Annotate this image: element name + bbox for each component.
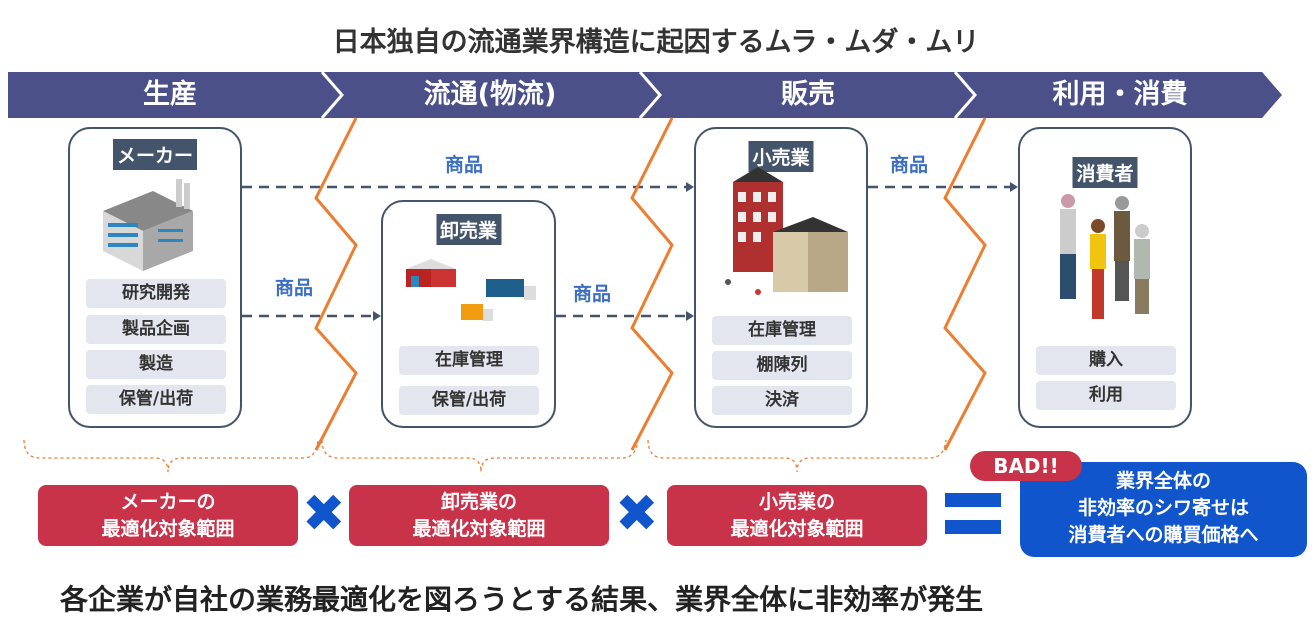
diagram-title: 日本独自の流通業界構造に起因するムラ・ムダ・ムリ — [332, 27, 980, 58]
result-line2: 非効率のシワ寄せは — [1077, 497, 1249, 519]
goods-label: 商品 — [275, 277, 314, 299]
maker-item: 製品企画 — [86, 315, 226, 344]
scope-line1: 卸売業の — [440, 491, 517, 513]
wholesale-item: 在庫管理 — [399, 346, 539, 375]
factory-icon — [103, 179, 193, 271]
banner-chevrons — [320, 71, 977, 119]
retail-item: 決済 — [712, 386, 852, 415]
stage-production: 生産 — [143, 79, 197, 110]
consumer-box: 消費者 購入 利用 — [1018, 127, 1192, 428]
multiply-icon: ✖ — [615, 484, 659, 544]
scope-line1: 小売業の — [758, 491, 835, 513]
retail-box: 小売業 在庫管理 棚陳列 決済 — [694, 127, 868, 428]
retail-scope-box: 小売業の 最適化対象範囲 — [667, 485, 927, 546]
warehouse-trucks-icon — [406, 259, 536, 321]
maker-box: メーカー 研究開発 製品企画 製造 保管/出荷 — [68, 127, 242, 428]
scope-line2: 最適化対象範囲 — [412, 518, 546, 540]
scope-braces — [23, 439, 947, 473]
equals-sign — [945, 493, 1001, 507]
maker-item: 製造 — [86, 350, 226, 379]
wholesale-scope-box: 卸売業の 最適化対象範囲 — [349, 485, 609, 546]
wholesale-box: 卸売業 在庫管理 保管/出荷 — [381, 200, 556, 428]
maker-item: 保管/出荷 — [86, 385, 226, 414]
consumer-label: 消費者 — [1072, 157, 1138, 188]
maker-item: 研究開発 — [86, 279, 226, 308]
stage-distribution: 流通(物流) — [423, 79, 557, 110]
result-line3: 消費者への購買価格へ — [1068, 524, 1259, 546]
goods-label: 商品 — [890, 154, 929, 176]
bad-badge: BAD!! — [970, 451, 1082, 481]
consumer-item: 利用 — [1036, 381, 1176, 410]
consumer-item: 購入 — [1036, 346, 1176, 375]
goods-flow-arrows — [242, 185, 1012, 318]
goods-label: 商品 — [573, 283, 612, 305]
consumers-icon — [1060, 194, 1150, 319]
retail-label: 小売業 — [748, 141, 814, 172]
break-lines — [314, 117, 987, 451]
retail-item: 在庫管理 — [712, 316, 852, 345]
shop-buildings-icon — [725, 167, 848, 295]
stage-sales: 販売 — [781, 79, 835, 110]
retail-item: 棚陳列 — [712, 351, 852, 380]
scope-line2: 最適化対象範囲 — [101, 518, 235, 540]
maker-scope-box: メーカーの 最適化対象範囲 — [38, 485, 298, 546]
stage-consumption: 利用・消費 — [1052, 79, 1188, 110]
wholesale-label: 卸売業 — [435, 214, 502, 245]
scope-line2: 最適化対象範囲 — [730, 518, 864, 540]
scope-line1: メーカーの — [120, 491, 216, 513]
multiply-icon: ✖ — [302, 484, 346, 544]
maker-label: メーカー — [112, 139, 198, 170]
result-line1: 業界全体の — [1115, 470, 1211, 492]
conclusion-text: 各企業が自社の業務最適化を図ろうとする結果、業界全体に非効率が発生 — [60, 583, 984, 616]
goods-label: 商品 — [445, 154, 484, 176]
wholesale-item: 保管/出荷 — [399, 386, 539, 415]
